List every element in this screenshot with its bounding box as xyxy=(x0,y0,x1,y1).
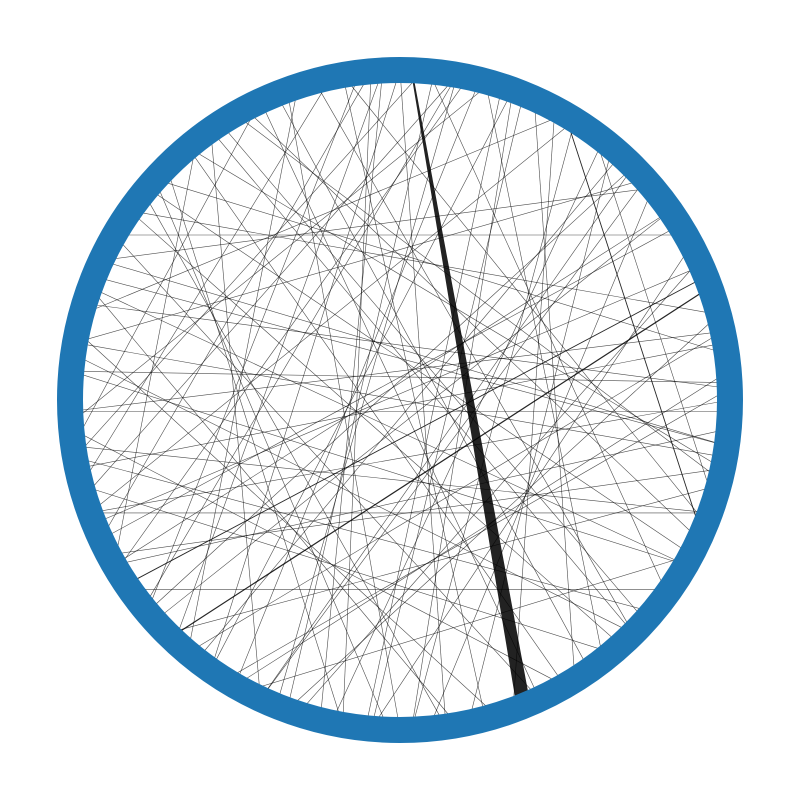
network-edge xyxy=(319,70,383,721)
network-edge xyxy=(365,86,503,729)
network-edge xyxy=(512,108,556,711)
network-edge xyxy=(399,69,447,727)
network-edge xyxy=(342,71,372,726)
network-edge xyxy=(468,147,613,723)
network-edge xyxy=(80,77,332,486)
network-edge xyxy=(210,129,634,634)
network-edge xyxy=(100,71,372,540)
network-edge xyxy=(234,370,729,687)
network-edge xyxy=(533,98,576,680)
network-edge xyxy=(89,286,458,726)
network-edge xyxy=(77,342,726,469)
network-edge xyxy=(93,276,727,447)
network-edge xyxy=(166,166,343,726)
network-edge xyxy=(331,139,604,723)
network-edge xyxy=(297,260,700,714)
network-edge xyxy=(342,74,707,524)
network-edge xyxy=(245,554,692,692)
network-edge xyxy=(129,210,621,646)
node-ring xyxy=(57,57,743,743)
network-edge xyxy=(72,100,261,447)
network-edge xyxy=(74,70,424,458)
network-edge xyxy=(89,119,576,514)
network-edge xyxy=(89,399,731,514)
network-edge xyxy=(154,179,389,730)
network-edge xyxy=(187,146,723,469)
network-edge xyxy=(147,187,692,556)
network-edge xyxy=(428,71,668,595)
network-edge xyxy=(143,74,458,608)
network-edge xyxy=(100,187,653,261)
network-edge xyxy=(166,485,719,634)
network-edge xyxy=(276,93,590,671)
network-edge xyxy=(210,69,401,671)
network-edge xyxy=(154,178,727,355)
network-edge xyxy=(100,260,727,447)
edges-layer xyxy=(70,69,731,731)
network-edge xyxy=(71,428,566,687)
network-edge xyxy=(154,210,671,622)
network-edge xyxy=(81,485,613,654)
network-edge xyxy=(100,224,681,540)
network-edge xyxy=(170,286,711,638)
network-edge xyxy=(564,114,702,535)
network-edge xyxy=(73,445,711,514)
network-edge xyxy=(84,74,458,497)
network-edge xyxy=(210,129,261,700)
network-edge xyxy=(342,74,486,719)
network-edge xyxy=(114,428,729,566)
network-edge xyxy=(485,81,604,661)
network-edge xyxy=(126,276,707,585)
network-edge xyxy=(411,89,514,730)
network-edge xyxy=(174,70,383,642)
network-edge xyxy=(89,286,686,566)
network-edge xyxy=(286,71,435,711)
network-edge xyxy=(428,187,654,729)
network-edge xyxy=(73,353,634,634)
network-edge xyxy=(146,72,361,613)
network-edge xyxy=(276,74,458,707)
network-edge xyxy=(220,123,646,621)
network-edge xyxy=(234,113,721,481)
network-edge xyxy=(196,154,622,661)
network-edge xyxy=(260,100,540,700)
network-edge xyxy=(244,108,700,540)
network-edge xyxy=(71,370,686,566)
network-edge xyxy=(129,210,719,315)
network-edge xyxy=(187,331,723,654)
network-edge xyxy=(187,86,299,653)
network-edge xyxy=(286,314,720,711)
network-edge xyxy=(74,457,653,613)
network-edge xyxy=(260,166,634,700)
network-edge xyxy=(70,331,723,412)
network-edge xyxy=(314,81,634,634)
network-edge xyxy=(113,139,198,566)
network-edge xyxy=(210,89,514,671)
network-edge xyxy=(143,192,447,727)
network-edge xyxy=(260,179,646,700)
network-edge xyxy=(84,303,730,389)
network-edge xyxy=(224,388,730,681)
network-edge xyxy=(81,113,566,315)
network-edge xyxy=(113,234,540,700)
network-edge xyxy=(70,82,492,424)
network-edge xyxy=(108,468,723,556)
network-edge xyxy=(146,166,634,613)
network-edge xyxy=(116,77,469,571)
network-edge xyxy=(74,178,646,343)
network-edge xyxy=(410,70,531,708)
network-edge xyxy=(286,89,401,731)
network-edge xyxy=(71,370,730,383)
network-edge xyxy=(187,147,566,686)
